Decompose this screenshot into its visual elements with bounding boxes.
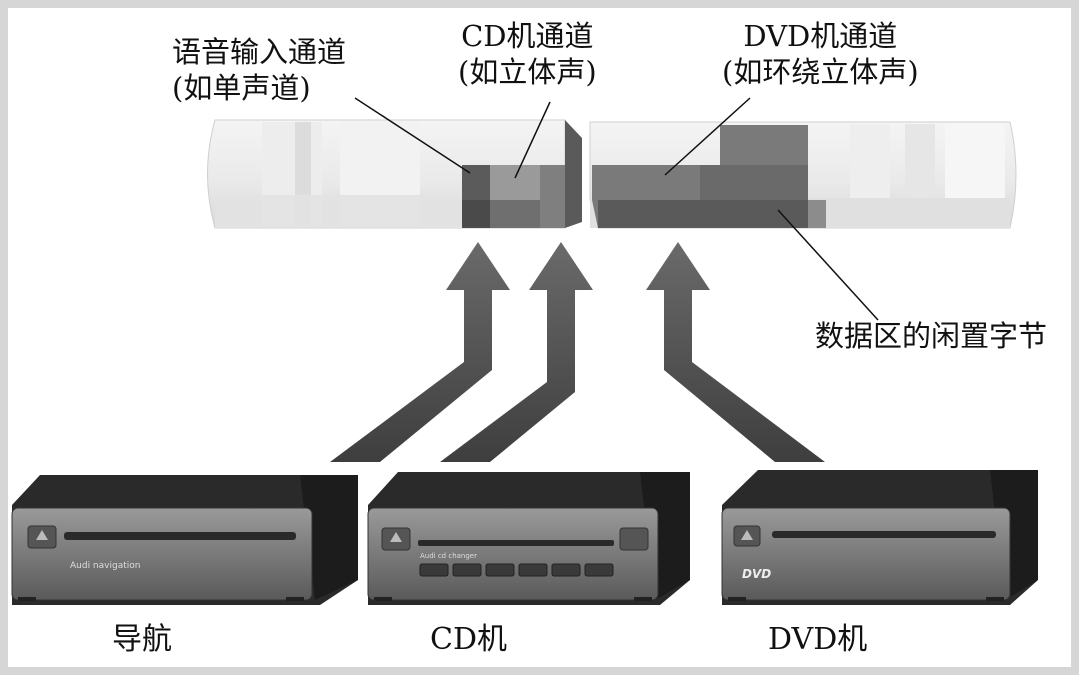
dvd-logo: DVD — [742, 567, 771, 581]
free-bytes-label: 数据区的闲置字节 — [815, 319, 1048, 353]
cd-faceplate-text: Audi cd changer — [420, 552, 477, 560]
cd-preset-buttons — [419, 563, 614, 577]
cd-player-unit: Audi cd changer — [367, 472, 690, 605]
navigation-unit: Audi navigation — [11, 475, 358, 605]
disc-slot — [772, 531, 996, 538]
voice-channel-label: 语音输入通道 (如单声道) — [172, 34, 346, 106]
cd-player-label: CD机 — [430, 622, 508, 657]
dvd-channel-label: DVD机通道 (如环绕立体声) — [722, 18, 919, 90]
cd-channel-label: CD机通道 (如立体声) — [458, 18, 597, 90]
disc-slot — [64, 532, 296, 540]
navigation-label: 导航 — [112, 622, 172, 657]
eject-icon — [36, 530, 48, 540]
arrow-cd — [440, 242, 593, 462]
callout-lines — [354, 97, 879, 321]
dvd-player-unit: DVD — [721, 470, 1038, 605]
navigation-faceplate-text: Audi navigation — [70, 561, 140, 571]
arrow-dvd — [646, 242, 825, 462]
data-bus-right — [589, 121, 1017, 229]
cd-channel-example: (如立体声) — [458, 55, 597, 89]
cd-load-button — [619, 527, 649, 551]
free-bytes-segment — [808, 200, 826, 228]
eject-icon — [390, 532, 402, 542]
data-bus-left — [207, 119, 582, 229]
voice-channel-example: (如单声道) — [172, 71, 311, 105]
dvd-player-label: DVD机 — [768, 622, 868, 657]
dvd-channel-example: (如环绕立体声) — [722, 55, 919, 89]
cd-channel-title: CD机通道 — [461, 19, 594, 53]
signal-arrows — [330, 242, 825, 462]
disc-slot — [418, 540, 614, 546]
eject-icon — [741, 530, 753, 540]
dvd-channel-title: DVD机通道 — [743, 19, 898, 53]
voice-channel-title: 语音输入通道 — [172, 35, 347, 69]
arrow-navigation — [330, 242, 510, 462]
